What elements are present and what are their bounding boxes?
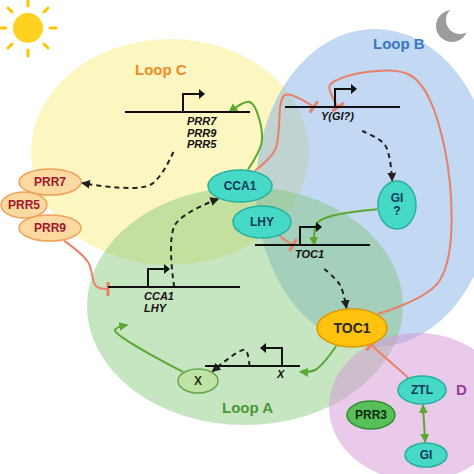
gene-locus: X	[205, 366, 300, 388]
protein-oval: PRR3	[346, 400, 396, 430]
protein-oval: X	[177, 368, 219, 394]
moon-shadow	[446, 6, 474, 34]
protein-oval-fill	[1, 192, 47, 218]
loop-label: D	[456, 382, 467, 398]
gene-line	[285, 106, 400, 108]
sun-rays	[0, 0, 56, 56]
protein-oval-fill	[405, 443, 447, 467]
sun-ray	[50, 27, 56, 30]
protein-oval-fill	[19, 169, 81, 195]
gene-symbol	[108, 261, 240, 289]
expression-connector	[324, 269, 346, 308]
sun-ray	[8, 44, 12, 48]
promoter-arrowhead	[164, 264, 170, 274]
protein-label: PRR9	[34, 222, 66, 235]
gene-locus: PRR7 PRR9 PRR5	[125, 112, 250, 152]
protein-oval: ZTL	[397, 375, 447, 405]
protein-oval-fill	[19, 215, 81, 241]
loop-label: Loop C	[135, 62, 187, 78]
promoter-arrowhead	[316, 222, 322, 232]
protein-oval-fill	[178, 369, 218, 393]
protein-oval: TOC1	[316, 308, 388, 348]
loop-region-shape	[328, 332, 474, 474]
activation-connector	[300, 346, 336, 372]
gene-label: TOC1	[295, 249, 345, 261]
loop-label: Loop A	[222, 400, 273, 416]
protein-oval-fill	[398, 376, 446, 404]
protein-oval-fill	[317, 309, 387, 347]
protein-oval: CCA1	[207, 169, 273, 203]
gene-line	[108, 286, 240, 288]
protein-label: LHY	[250, 216, 274, 229]
moon-icon	[436, 6, 474, 42]
expression-connector	[212, 350, 249, 372]
sun-ray	[44, 8, 48, 12]
protein-label: PRR5	[8, 199, 40, 212]
gene-symbol	[285, 81, 400, 109]
gene-locus: CCA1 LHY	[108, 287, 240, 325]
gene-line	[255, 244, 370, 246]
loop-region-fill	[329, 333, 474, 474]
activation-connector	[314, 209, 377, 245]
gene-locus: Y(GI?)	[285, 107, 400, 131]
protein-label: X	[194, 375, 202, 388]
protein-oval-fill	[347, 401, 395, 429]
protein-oval: PRR9	[18, 214, 82, 242]
protein-label: ZTL	[411, 384, 433, 397]
inhibition-connector	[371, 345, 408, 378]
gene-line	[205, 365, 300, 367]
protein-label: TOC1	[333, 321, 370, 336]
sun-ray	[0, 27, 6, 30]
activation-connector	[229, 102, 262, 170]
expression-connector	[171, 199, 219, 287]
inhibition-connector	[280, 236, 293, 245]
gene-locus: TOC1	[255, 245, 370, 269]
promoter-arrow	[183, 94, 199, 112]
promoter-arrow	[148, 269, 164, 287]
sun-ray	[44, 44, 48, 48]
inhibition-connector	[329, 71, 451, 314]
sun-ray	[27, 50, 30, 56]
activation-connector	[423, 405, 425, 442]
protein-oval-fill	[208, 170, 272, 202]
protein-label: GI	[420, 449, 433, 462]
activation-connector	[115, 325, 183, 372]
promoter-arrowhead	[199, 89, 205, 99]
protein-label: PRR7	[34, 176, 66, 189]
gene-label: PRR7 PRR9 PRR5	[187, 116, 221, 151]
gene-label: X	[277, 369, 297, 381]
protein-label: GI ?	[387, 192, 407, 217]
inhibition-connector	[255, 94, 314, 170]
promoter-arrowhead	[260, 343, 266, 353]
sun-icon	[0, 0, 56, 56]
expression-connector	[82, 152, 173, 188]
gene-label: Y(GI?)	[321, 111, 381, 123]
protein-oval-fill	[233, 206, 291, 238]
sun-ray	[8, 8, 12, 12]
sun-disc	[13, 13, 43, 43]
inhibition-connector	[64, 241, 108, 290]
promoter-arrow	[300, 227, 316, 245]
expression-connector	[362, 131, 392, 181]
loop-label: Loop B	[373, 36, 425, 52]
gene-symbol	[205, 340, 300, 368]
protein-oval: LHY	[232, 205, 292, 239]
protein-oval: GI ?	[377, 180, 417, 230]
loop-region: D PRR3 ZTL GI	[328, 332, 474, 474]
promoter-arrow	[335, 89, 351, 107]
gene-symbol	[125, 86, 250, 114]
gene-line	[125, 111, 250, 113]
protein-oval-fill	[378, 181, 416, 229]
protein-oval: GI	[404, 442, 448, 468]
protein-label: CCA1	[224, 180, 257, 193]
promoter-arrow	[266, 348, 282, 366]
promoter-arrowhead	[351, 84, 357, 94]
gene-label: CCA1 LHY	[144, 291, 178, 314]
protein-label: PRR3	[355, 409, 387, 422]
sun-ray	[27, 0, 30, 6]
